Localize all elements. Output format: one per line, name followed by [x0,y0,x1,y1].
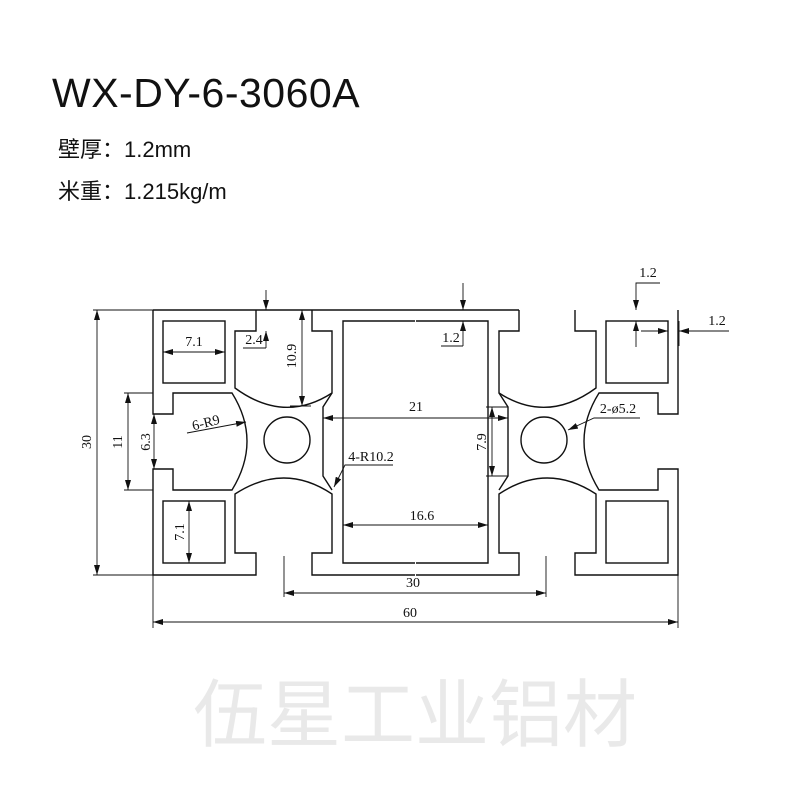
wall-top-right-label: 1.2 [639,266,657,281]
wall-thickness-value: 1.2mm [124,137,192,162]
total-width-label: 60 [403,606,417,621]
weight-value: 1.215kg/m [124,179,227,204]
profile-left-half [152,309,519,576]
dimension-hole: 2-ø5.2 [567,402,640,431]
height-label: 30 [80,435,95,449]
hollow-height-label: 7.1 [173,523,188,541]
slot-opening-label: 6.3 [139,433,154,451]
dimension-hollow-width: 7.1 [163,335,225,355]
dimension-slot-opening: 6.3 [139,414,157,469]
dimension-cavity-width: 16.6 [343,509,488,528]
dimension-wall-top-right: 1.2 [633,266,660,347]
dimension-height: 30 [80,309,153,576]
profile-model-title: WX-DY-6-3060A [52,70,361,116]
wall-thickness-spec: 壁厚：1.2mm [58,132,191,164]
wall-right-label: 1.2 [708,314,726,329]
top-lip-label: 2.4 [245,333,263,348]
slot-outer-label: 11 [111,435,126,448]
dimension-top-lip: 2.4 [243,290,269,349]
weight-label: 米重： [58,180,125,205]
watermark: 伍星工业铝材 [193,673,637,759]
dimension-slot-radius: 6-R9 [186,413,247,434]
weight-spec: 米重：1.215kg/m [58,174,227,206]
hole-label: 2-ø5.2 [600,402,636,417]
hollow-width-label: 7.1 [185,335,203,350]
center-spacing-label: 30 [406,576,420,591]
center-gap-label: 7.9 [475,433,490,451]
dimension-center-width: 21 [323,400,508,421]
wall-thickness-label: 壁厚： [58,138,125,163]
dimension-center-spacing: 30 [283,556,547,597]
dimension-center-radius: 4-R10.2 [333,450,394,488]
dimension-center-gap: 7.9 [475,406,508,477]
dimension-hollow-height: 7.1 [173,501,192,563]
center-width-label: 21 [409,400,423,415]
cavity-width-label: 16.6 [410,509,435,524]
wall-center-label: 1.2 [442,331,460,346]
dimension-slot-outer: 11 [111,392,153,491]
center-radius-label: 4-R10.2 [348,450,394,465]
dimension-total-width: 60 [152,575,679,628]
profile-right-half [416,310,679,576]
slot-depth-label: 10.9 [285,344,300,369]
dimension-wall-center: 1.2 [441,283,466,347]
slot-radius-label: 6-R9 [191,413,222,434]
dimension-slot-depth: 10.9 [285,310,311,407]
dimension-wall-right: 1.2 [641,314,729,346]
